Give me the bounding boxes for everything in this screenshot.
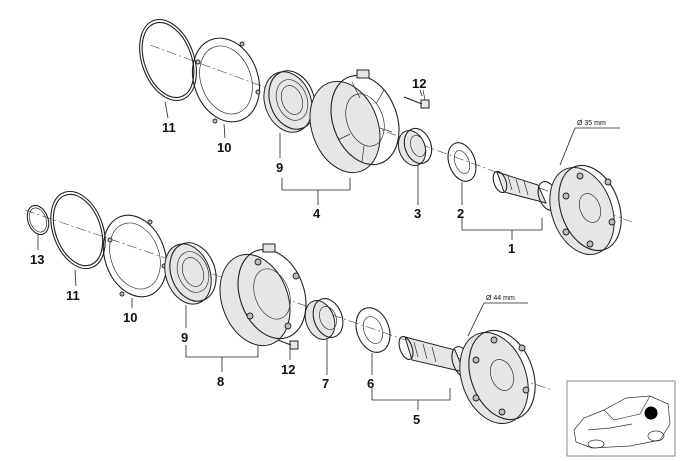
lower-shim-washer: [355, 307, 391, 353]
label-upper-11: 11: [162, 120, 176, 135]
label-lower-11: 11: [66, 288, 80, 303]
lower-flange-diameter: Ø 44 mm: [486, 295, 515, 302]
upper-bearing-housing: [309, 69, 400, 174]
lower-o-ring: [50, 190, 106, 270]
label-lower-10: 10: [123, 310, 137, 325]
label-upper-12: 12: [412, 76, 426, 91]
vehicle-location-inset: [566, 380, 676, 457]
label-lower-6: 6: [367, 376, 374, 391]
label-upper-10: 10: [217, 140, 231, 155]
upper-flange-diameter: Ø 35 mm: [577, 120, 606, 127]
upper-bearing: [263, 70, 316, 133]
upper-shaft-seal: [397, 127, 433, 166]
upper-o-ring: [139, 18, 197, 102]
lower-shim-plate: [102, 214, 168, 298]
car-location-icon: [573, 395, 671, 449]
upper-shim-plate: [191, 37, 261, 124]
label-upper-9: 9: [276, 160, 283, 175]
lower-bolt: [277, 339, 299, 350]
lower-assembly: Ø 44 mm 13 11 10 9 8 12 7 6 5: [24, 190, 553, 427]
upper-assembly: Ø 35 mm 11 10 9 4 12 3 2 1: [139, 18, 633, 256]
lower-shaft-seal: [304, 298, 344, 340]
lower-bearing-housing: [219, 243, 307, 347]
label-lower-9: 9: [181, 330, 188, 345]
lower-small-ring: [26, 204, 50, 236]
label-lower-12: 12: [281, 362, 295, 377]
lower-bearing: [164, 242, 217, 305]
label-lower-13: 13: [30, 252, 44, 267]
label-lower-8: 8: [217, 374, 224, 389]
label-lower-7: 7: [322, 376, 329, 391]
upper-shim-washer: [447, 142, 477, 182]
upper-output-flange: [492, 164, 622, 256]
lower-output-flange: [398, 329, 536, 425]
label-upper-3: 3: [414, 206, 421, 221]
label-upper-1: 1: [508, 241, 515, 256]
label-upper-2: 2: [457, 206, 464, 221]
upper-bolt: [403, 89, 430, 109]
label-lower-5: 5: [413, 412, 420, 427]
label-upper-4: 4: [313, 206, 321, 221]
